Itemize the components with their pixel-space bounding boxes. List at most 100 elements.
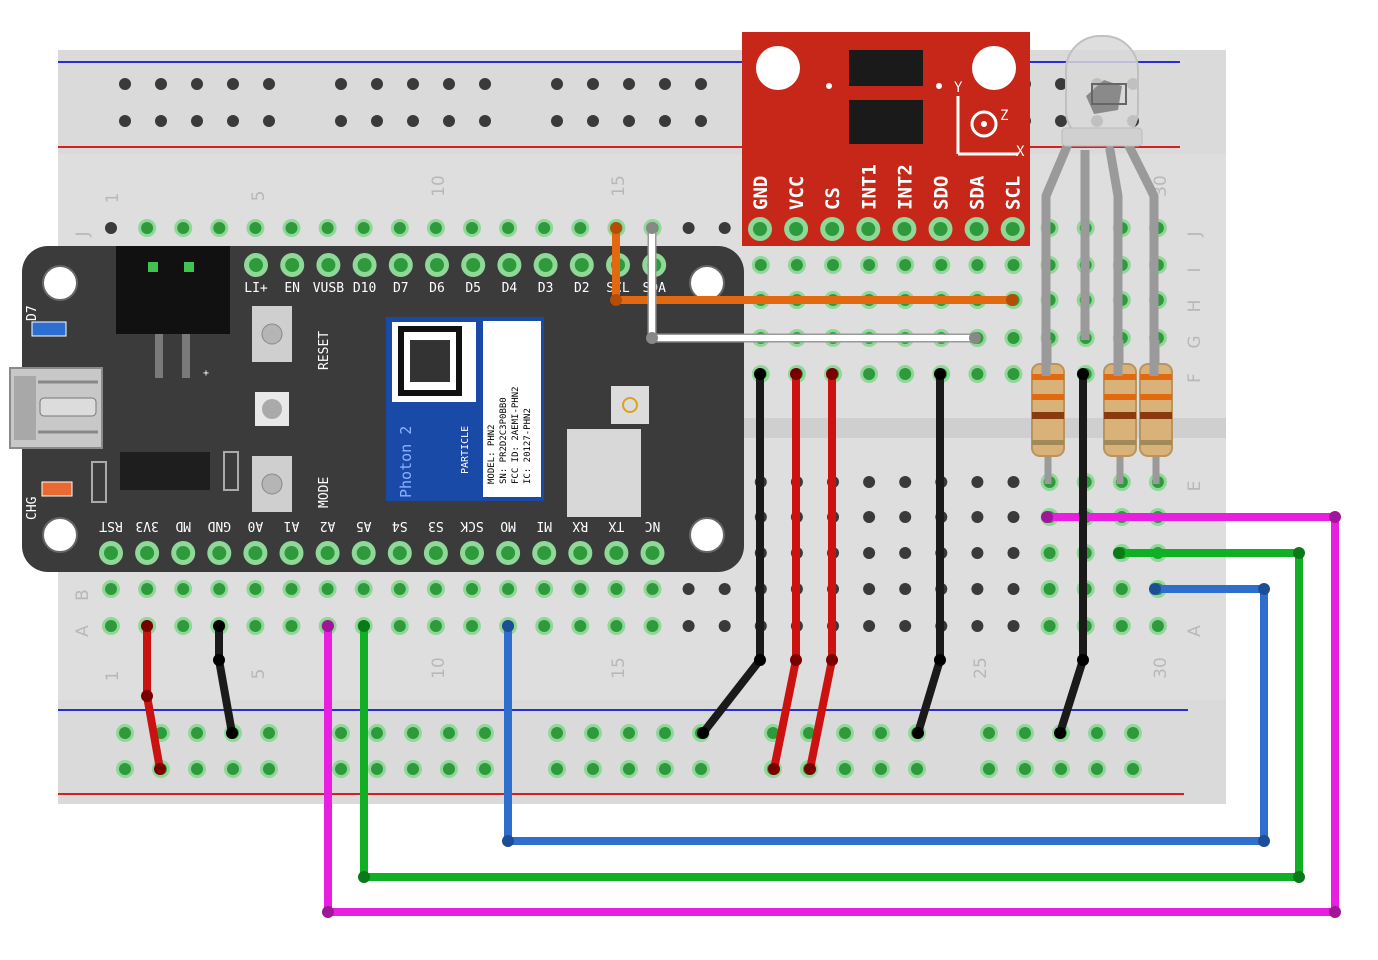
wire-endpoint: [646, 332, 658, 344]
breadboard-hole: [538, 583, 551, 595]
row-letter-h-right: H: [1185, 300, 1205, 313]
photon-bottom-pin-center: [573, 546, 588, 560]
rail-hole: [695, 78, 707, 90]
breadboard-hole: [790, 259, 803, 271]
rail-hole: [551, 727, 563, 739]
breadboard-hole: [863, 620, 876, 632]
sensor-chip-bottom: [849, 100, 923, 144]
breadboard-hole: [574, 222, 587, 234]
usb-connector-slot: [39, 397, 97, 417]
breadboard-hole: [646, 620, 659, 632]
photon-top-pin-label: VUSB: [313, 281, 344, 296]
col-marker-30-bottom: 30: [1151, 657, 1171, 679]
breadboard-hole: [177, 583, 190, 595]
breadboard-hole: [971, 476, 984, 488]
rail-hole: [371, 727, 383, 739]
photon-bottom-pin-center: [609, 546, 624, 560]
breadboard-hole: [1007, 332, 1020, 344]
sensor-pin-label: GND: [750, 176, 772, 210]
rail-hole: [191, 727, 203, 739]
wire-endpoint: [1293, 547, 1305, 559]
mode-button-cap[interactable]: [261, 473, 283, 495]
photon-top-pin-label: D5: [465, 281, 481, 296]
breadboard-hole: [899, 583, 912, 595]
wire-endpoint: [934, 654, 946, 666]
col-marker-5: 5: [249, 191, 269, 202]
wire-endpoint: [358, 620, 370, 632]
sensor-pin-label: SDA: [967, 175, 989, 210]
rail-hole: [551, 78, 563, 90]
module-board-name: Photon 2: [397, 426, 415, 498]
wire-endpoint: [141, 690, 153, 702]
resistor-band-4: [1140, 440, 1172, 445]
breadboard-hole: [1007, 368, 1020, 380]
photon-bottom-pin-center: [537, 546, 552, 560]
reset-button-cap[interactable]: [261, 323, 283, 345]
rgb-status-led-center: [262, 399, 282, 419]
rail-hole: [587, 115, 599, 127]
sensor-mount-hole-right: [972, 46, 1016, 90]
rail-hole: [407, 727, 419, 739]
breadboard-hole: [899, 476, 912, 488]
rail-hole: [479, 727, 491, 739]
axis-z-label: Z: [1000, 108, 1008, 124]
resistors: [1031, 340, 1173, 484]
module-fcc: FCC ID: 2AEMI-PHN2: [511, 386, 521, 484]
rail-hole: [803, 727, 815, 739]
resistor-band-2: [1032, 394, 1064, 400]
mount-hole-top-right: [689, 265, 725, 301]
photon-bottom-pin-center: [465, 546, 479, 560]
module-ic: IC: 20127-PHN2: [523, 408, 533, 484]
breadboard-hole: [249, 620, 262, 632]
wire-endpoint: [1077, 654, 1089, 666]
rail-hole: [875, 763, 887, 775]
reset-label: RESET: [317, 331, 332, 370]
rail-hole: [767, 727, 779, 739]
wire-endpoint: [1077, 368, 1089, 380]
row-letter-a-left: A: [73, 625, 93, 637]
breadboard-hole: [682, 620, 695, 632]
module-model: MODEL: PHN2: [487, 424, 497, 484]
row-letter-b-left: B: [73, 589, 93, 601]
breadboard-hole: [466, 620, 478, 632]
wire-endpoint: [804, 763, 816, 775]
photon-bottom-pin-label: S3: [428, 518, 444, 533]
rail-hole: [983, 727, 995, 739]
breadboard-hole: [502, 222, 515, 234]
rail-hole: [1091, 727, 1103, 739]
row-letter-j-left: J: [73, 231, 93, 237]
photon-bottom-pin-label: A1: [284, 518, 300, 533]
rail-hole: [587, 763, 599, 775]
breadboard-hole: [177, 222, 190, 234]
breadboard-hole: [177, 620, 190, 632]
breadboard-hole: [357, 583, 370, 595]
module-brand: PARTICLE: [460, 426, 471, 474]
d7-label: D7: [25, 305, 40, 321]
photon-bottom-pin-center: [501, 546, 516, 560]
rail-hole: [443, 115, 455, 127]
rail-hole: [407, 115, 419, 127]
breadboard-hole: [863, 476, 876, 488]
sensor-pin-center: [753, 222, 767, 236]
rail-hole: [263, 78, 275, 90]
rail-hole: [191, 115, 203, 127]
wire-endpoint: [502, 620, 514, 632]
wire-endpoint: [358, 871, 370, 883]
photon-bottom-pin-label: MO: [500, 518, 516, 533]
rail-hole: [1127, 763, 1139, 775]
rail-hole: [443, 763, 455, 775]
wire-endpoint: [912, 727, 924, 739]
breadboard-hole: [574, 583, 587, 595]
photon-bottom-pin-label: MI: [536, 518, 552, 533]
breadboard-hole: [249, 222, 262, 234]
photon-top-pin-center: [249, 258, 263, 272]
breadboard-hole: [429, 222, 442, 234]
battery-lead-left: [155, 334, 163, 378]
wire-endpoint: [1006, 294, 1018, 306]
breadboard-hole: [1007, 259, 1020, 271]
sensor-pin-center: [861, 222, 876, 236]
photon-top-pin-label: D3: [538, 281, 554, 296]
rail-hole: [119, 727, 131, 739]
rail-hole: [623, 78, 635, 90]
